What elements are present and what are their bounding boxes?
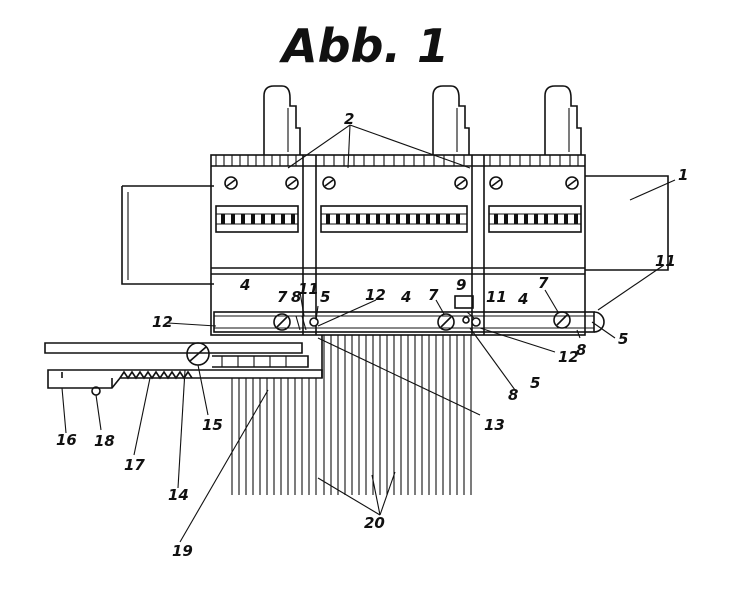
housing-blocks [210, 154, 586, 336]
callout-11b: 11 [486, 288, 507, 306]
callout-4b: 4 [400, 288, 411, 306]
callout-2: 2 [344, 110, 354, 128]
callout-20: 20 [364, 514, 385, 532]
reference-numerals: 1 2 4 4 4 5 5 5 7 7 7 8 8 8 9 11 11 11 1… [56, 110, 688, 560]
callout-4a: 4 [239, 276, 250, 294]
callout-12c: 12 [558, 348, 579, 366]
callout-18: 18 [94, 432, 115, 450]
top-screws [224, 176, 579, 190]
callout-7b: 7 [428, 286, 439, 304]
callout-5a: 5 [320, 288, 330, 306]
callout-12a: 12 [152, 313, 173, 331]
callout-4c: 4 [517, 290, 528, 308]
callout-1: 1 [678, 166, 688, 184]
callout-17: 17 [124, 456, 145, 474]
callout-7c: 7 [538, 274, 549, 292]
callout-16: 16 [56, 431, 77, 449]
callout-11c: 11 [655, 252, 676, 270]
callout-14: 14 [168, 486, 189, 504]
callout-8a: 8 [291, 288, 301, 306]
clamp-bar [213, 295, 605, 333]
callout-5c: 5 [618, 330, 628, 348]
callout-12b: 12 [365, 286, 386, 304]
top-tabs [263, 85, 582, 155]
slide-assembly [44, 335, 323, 396]
callout-7a: 7 [277, 288, 288, 306]
callout-5b: 5 [530, 374, 540, 392]
leader-lines [61, 124, 676, 543]
callout-19: 19 [172, 542, 193, 560]
callout-13: 13 [484, 416, 505, 434]
callout-8c: 8 [576, 341, 586, 359]
callout-9: 9 [456, 276, 466, 294]
figure-title: Abb. 1 [279, 19, 449, 73]
slot-rows [215, 205, 582, 233]
rail [121, 175, 669, 285]
callout-8b: 8 [508, 386, 518, 404]
callout-11a: 11 [298, 280, 319, 298]
callout-15: 15 [202, 416, 223, 434]
needles [231, 335, 472, 495]
